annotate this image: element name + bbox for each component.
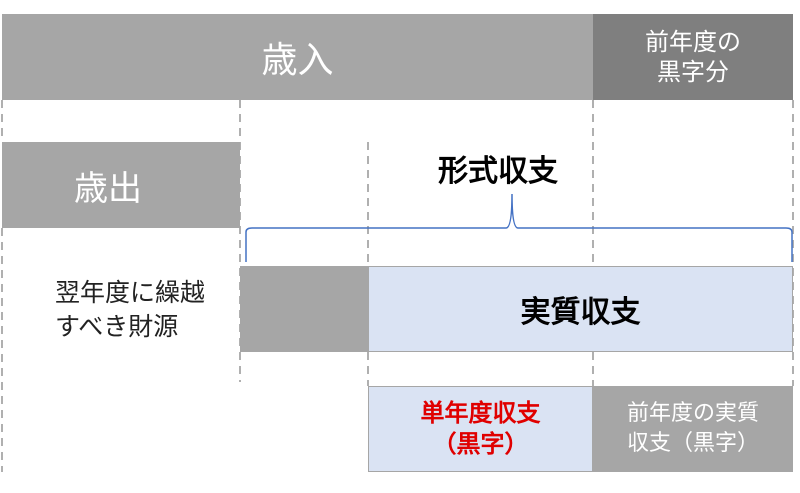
prior-surplus-line1: 前年度の [645, 28, 741, 56]
prior-real-line2: 収支（黒字） [626, 431, 759, 456]
prior-real-line1: 前年度の実質 [626, 401, 759, 427]
prior-surplus-line2: 黒字分 [657, 58, 729, 86]
prior-year-surplus-box: 前年度の 黒字分 [593, 14, 793, 100]
carryover-line2: すべき財源 [55, 311, 179, 341]
revenue-bar: 歳入 [2, 14, 593, 100]
carryover-line1: 翌年度に繰越 [55, 278, 206, 307]
real-balance-label: 実質収支 [520, 295, 641, 330]
carryover-funds-box [240, 266, 368, 352]
revenue-label: 歳入 [261, 40, 334, 81]
single-year-line1: 単年度収支 [420, 398, 541, 427]
single-year-line2: （黒字） [432, 430, 529, 458]
expenditure-label: 歳出 [74, 168, 142, 209]
formal-balance-bracket [245, 193, 793, 262]
expenditure-bar: 歳出 [2, 142, 240, 228]
single-year-balance-box: 単年度収支 （黒字） [368, 386, 593, 472]
prior-real-balance-box: 前年度の実質 収支（黒字） [593, 386, 793, 472]
real-balance-box: 実質収支 [368, 266, 793, 352]
carryover-label: 翌年度に繰越 すべき財源 [55, 276, 205, 344]
formal-balance-label: 形式収支 [438, 154, 558, 189]
